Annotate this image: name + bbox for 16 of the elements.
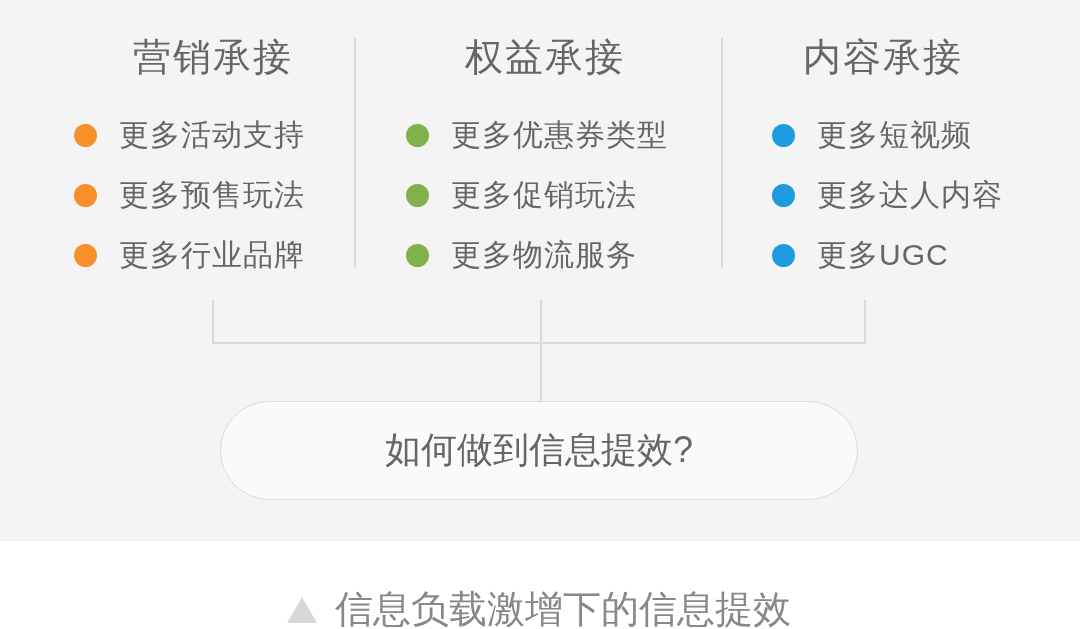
- column-heading: 内容承接: [802, 35, 964, 80]
- list-item-text: 更多预售玩法: [119, 177, 305, 213]
- caption-text: 信息负载激增下的信息提效: [335, 589, 791, 629]
- list-item-text: 更多达人内容: [817, 177, 1003, 213]
- list-item-text: 更多行业品牌: [119, 237, 305, 273]
- list-item-text: 更多UGC: [817, 237, 949, 273]
- list-item-text: 更多促销玩法: [451, 177, 637, 213]
- connector-line: [212, 299, 541, 344]
- list-item-text: 更多优惠券类型: [451, 117, 668, 153]
- question-pill: 如何做到信息提效?: [220, 401, 858, 500]
- list-item-text: 更多物流服务: [451, 237, 637, 273]
- column-heading: 权益承接: [464, 35, 626, 80]
- list-item-text: 更多活动支持: [119, 117, 305, 153]
- connector-line: [541, 299, 866, 344]
- column-heading: 营销承接: [132, 35, 294, 80]
- list-item-text: 更多短视频: [817, 117, 972, 153]
